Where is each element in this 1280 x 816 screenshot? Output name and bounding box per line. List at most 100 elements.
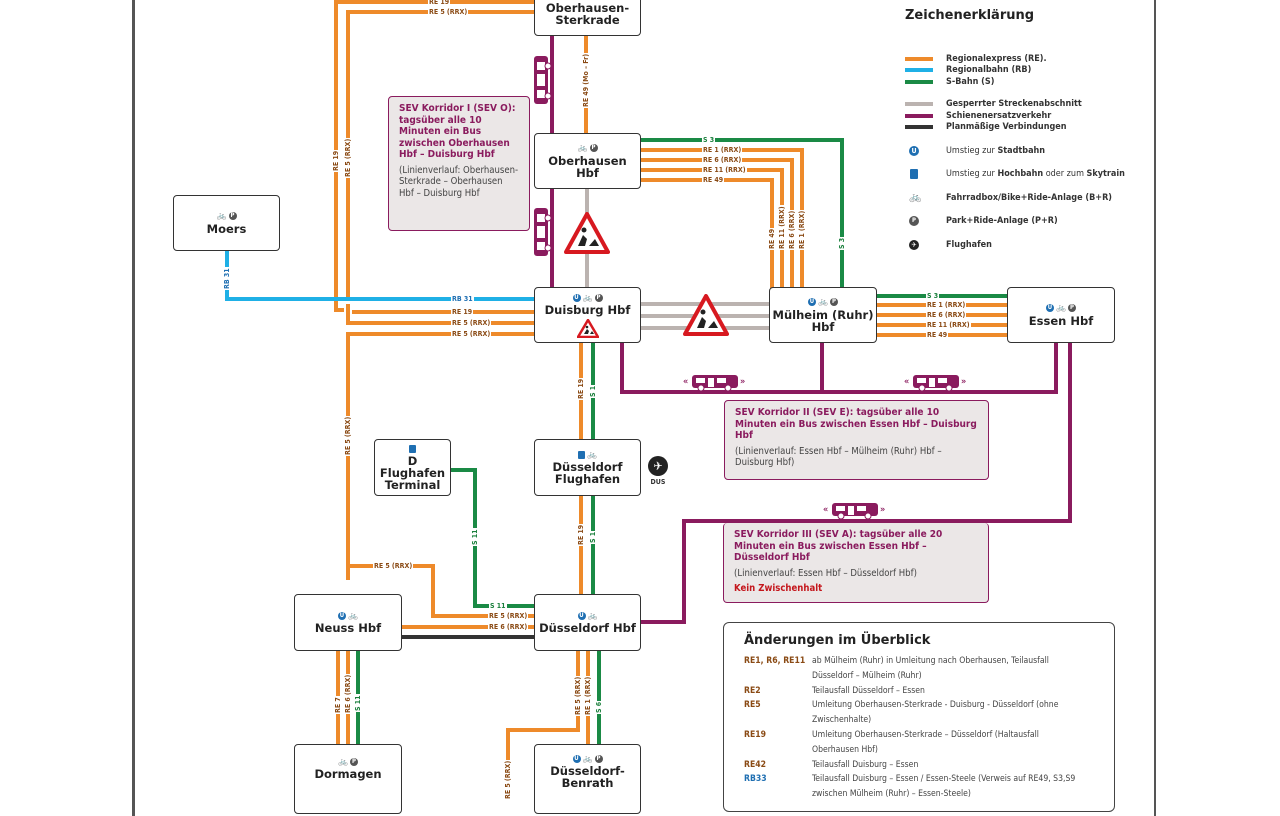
station-d-flughafen-terminal[interactable]: D Flughafen Terminal [374,439,451,496]
legend-item-hochbahn: Umstieg zur Hochbahn oder zum Skytrain [905,163,1145,187]
park-ride-icon: P [350,757,358,766]
change-line: RB33 [744,774,767,785]
station-name: Duisburg Hbf [544,303,631,317]
station-name: Oberhausen- [545,1,630,15]
station-duesseldorf-hbf[interactable]: U🚲 Düsseldorf Hbf [534,594,641,651]
station-essen-hbf[interactable]: U🚲P Essen Hbf [1007,287,1115,343]
line-label-re7-vert: RE 7 [334,696,342,714]
station-dormagen[interactable]: 🚲P Dormagen [294,744,402,814]
station-duisburg-hbf[interactable]: U🚲P Duisburg Hbf [534,287,641,343]
legend-title: Zeichenerklärung [905,8,1035,23]
bike-icon: 🚲 [1056,303,1066,312]
station-name-2: Terminal [384,478,441,492]
line-label-re5-top: RE 5 (RRX) [428,8,469,16]
legend-swatch-closed [905,102,933,107]
bike-icon: 🚲 [587,449,597,459]
svg-text:»: » [961,377,966,387]
line-label-re5-lower-vert: RE 5 (RRX) [504,759,512,800]
line-label-s3-vert: S 3 [838,236,846,250]
line-label-s11-vert: S 11 [471,528,479,546]
svg-text:»: » [880,505,885,515]
svg-text:«: « [823,505,828,515]
station-oberhausen-sterkrade[interactable]: Oberhausen- Sterkrade [534,0,641,36]
legend-label-bold: Skytrain [1086,169,1125,180]
rb-lines [225,250,534,301]
legend-label: oder zum [1043,169,1087,180]
line-label-re6-dormagen-vert: RE 6 (RRX) [344,673,352,714]
sev-route: (Linienverlauf: Essen Hbf – Düsseldorf H… [734,567,917,579]
line-label-re11: RE 11 (RRX) [702,166,747,174]
construction-warning-icon [683,294,729,336]
sev-route: (Linienverlauf: Essen Hbf – Mülheim (Ruh… [735,445,942,469]
legend-item-planned: Planmäßige Verbindungen [905,122,1145,134]
station-name: Dormagen [314,767,382,781]
line-label-re19-duisburg-vert: RE 19 [577,377,585,400]
line-label-rb31-vert: RB 31 [223,267,231,290]
legend-label: Gesperrter Streckenabschnitt [946,99,1082,110]
sev-korridor-1-box: SEV Korridor I (SEV O): tagsüber alle 10… [388,96,530,231]
sev-korridor-3-box: SEV Korridor III (SEV A): tagsüber alle … [723,523,989,603]
line-label-re19-duisburg: RE 19 [451,308,474,316]
station-duesseldorf-benrath[interactable]: U🚲P Düsseldorf- Benrath [534,744,641,814]
map-frame [132,0,1156,816]
sev-warning: Kein Zwischenhalt [734,583,823,594]
park-ride-icon: P [594,293,603,302]
rb31-line [225,250,534,301]
line-label-re11-essen: RE 11 (RRX) [926,321,971,329]
legend-label-bold: Park+Ride-Anlage (P+R) [946,216,1058,227]
legend-label-bold: Hochbahn [997,169,1044,180]
airport-marker: ✈ DUS [648,456,668,486]
line-label-s3: S 3 [702,136,716,144]
station-moers[interactable]: 🚲P Moers [173,195,280,251]
line-label-re11-vert: RE 11 (RRX) [778,205,786,250]
station-name-2: Benrath [561,776,614,790]
legend-swatch-planned [905,125,933,130]
sev-title: SEV Korridor III (SEV A): tagsüber alle … [734,529,943,563]
legend-swatch-sev [905,113,933,118]
station-name: D Flughafen [379,454,446,480]
line-label-re5-vert-mid: RE 5 (RRX) [344,415,352,456]
park-ride-icon: P [830,298,838,306]
line-label-s3-essen: S 3 [926,292,940,300]
line-label-re1: RE 1 (RRX) [702,146,743,154]
station-duesseldorf-flughafen[interactable]: 🚲 Düsseldorf Flughafen [534,439,641,496]
park-ride-icon: P [909,216,919,227]
line-label-re5-duesseldorf: RE 5 (RRX) [488,612,529,620]
bike-icon: 🚲 [348,610,358,620]
station-name: Essen Hbf [1028,313,1094,328]
station-neuss-hbf[interactable]: U🚲 Neuss Hbf [294,594,402,651]
legend-item-s: S-Bahn (S) [905,76,1145,88]
legend-item-stadtbahn: U Umstieg zur Stadtbahn [905,139,1145,163]
line-label-re19-vert: RE 19 [332,149,340,172]
line-label-re49-essen: RE 49 [926,331,949,339]
svg-text:«: « [683,377,688,387]
line-label-re5-duisburg-1: RE 5 (RRX) [451,319,492,327]
sev-korridor-2-box: SEV Korridor II (SEV E): tagsüber alle 1… [724,400,989,480]
changes-title: Änderungen im Überblick [744,633,931,648]
u-bahn-icon: U [338,611,346,620]
legend-item-re: Regionalexpress (RE). [905,53,1145,65]
change-line: RE1, R6, RE11 [744,656,806,666]
sev-line-duisburg-essen [620,342,1058,394]
legend-label-bold: Stadtbahn [997,145,1046,156]
s11-line-terminal [446,468,534,608]
line-label-re6-vert: RE 6 (RRX) [788,209,796,250]
construction-warning-icon [564,212,610,254]
station-name: Mülheim (Ruhr) [772,307,874,322]
hochbahn-icon [409,444,416,453]
bike-icon: 🚲 [818,297,828,306]
station-oberhausen-hbf[interactable]: 🚲P Oberhausen Hbf [534,133,641,189]
park-ride-icon: P [1068,304,1076,312]
line-label-re1-vert: RE 1 (RRX) [798,209,806,250]
line-label-rb31: RB 31 [451,295,474,303]
station-muelheim-hbf[interactable]: U🚲P Mülheim (Ruhr) Hbf [769,287,877,343]
bike-icon: 🚲 [582,753,593,763]
svg-text:»: » [740,377,745,387]
legend-swatch-re [905,56,933,61]
station-name-2: Hbf [811,319,835,334]
